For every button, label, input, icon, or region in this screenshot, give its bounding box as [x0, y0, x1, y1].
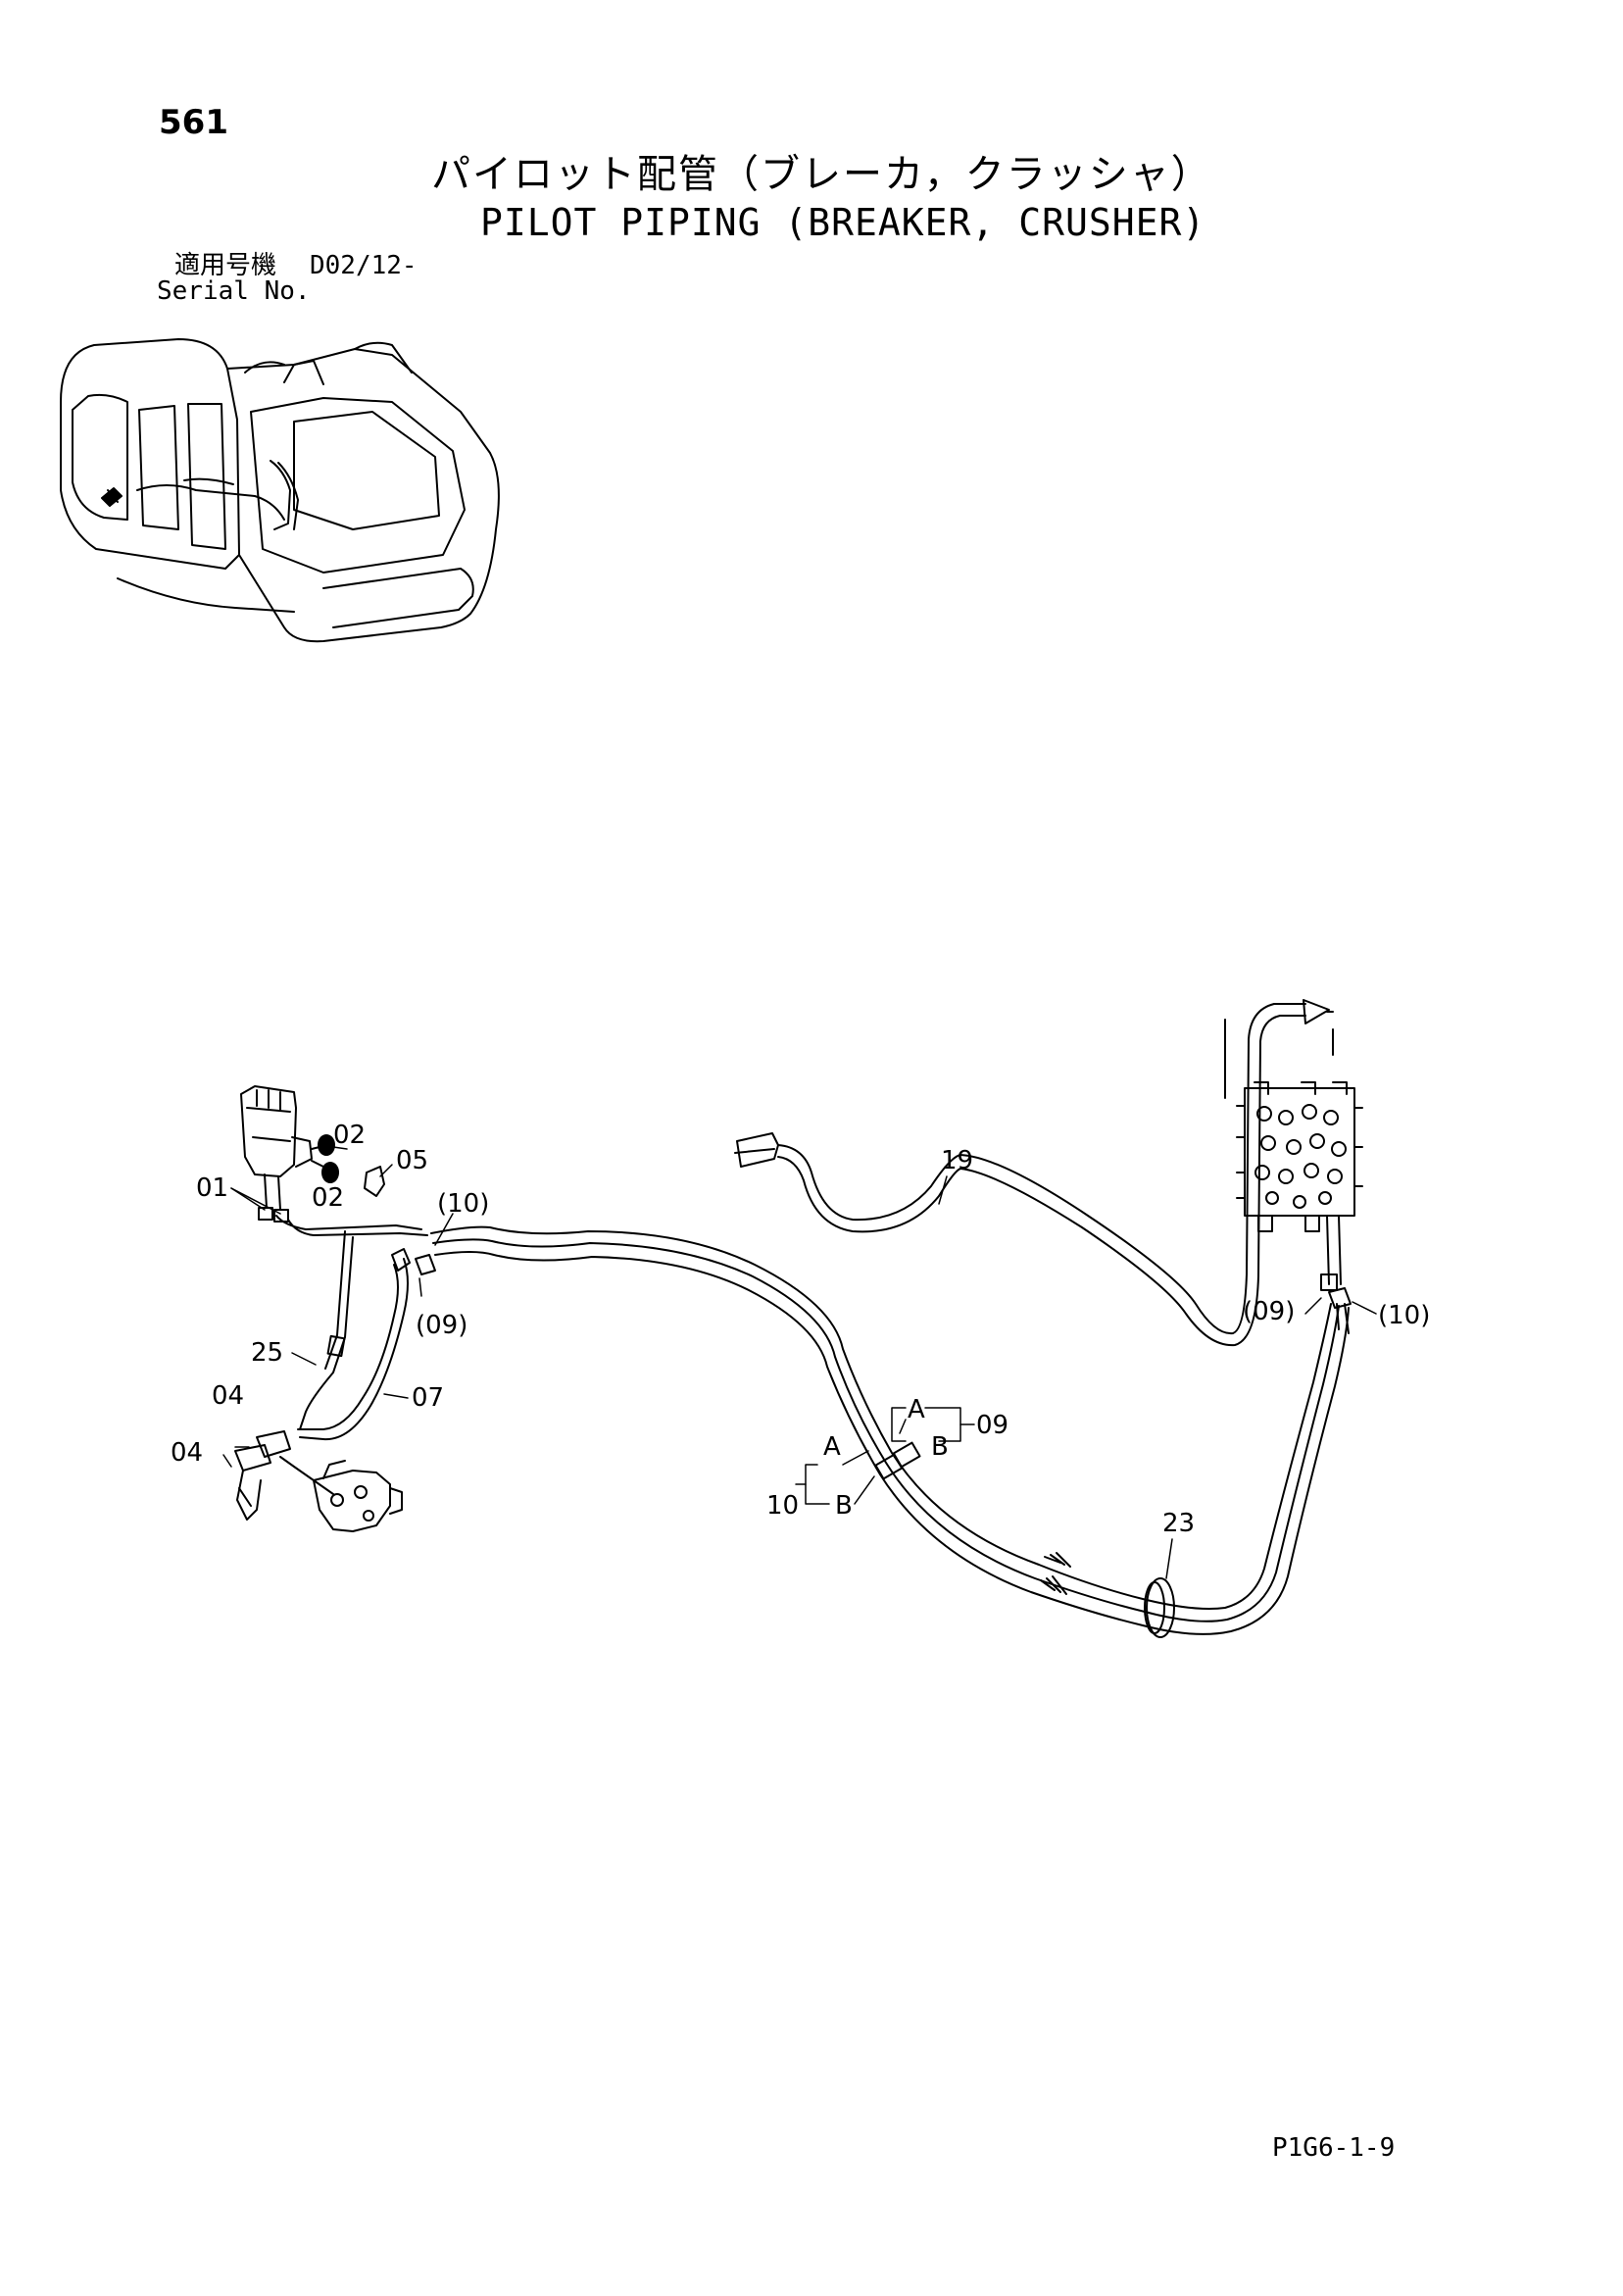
page-title-japanese: パイロット配管（ブレーカ，クラッシャ）: [431, 152, 1212, 197]
pilot-hoses-left: [275, 1166, 436, 1441]
callout-10-right: (10): [1378, 1301, 1430, 1330]
drawing-code: P1G6-1-9: [1272, 2133, 1396, 2163]
main-hose-bundle: [430, 1225, 1350, 1635]
callout-25: 25: [251, 1338, 283, 1368]
callout-19: 19: [941, 1146, 973, 1175]
page-title-english: PILOT PIPING (BREAKER, CRUSHER): [480, 201, 1206, 244]
callout-23: 23: [1162, 1509, 1195, 1538]
excavator-overview-illustration: [60, 338, 500, 643]
hose-19: [734, 999, 1334, 1347]
callout-09-left: (09): [416, 1311, 467, 1340]
hose-clamp: [1144, 1577, 1175, 1638]
leader-lines: [222, 1146, 1377, 1579]
callout-09: 09: [976, 1411, 1008, 1440]
callout-a-upper: A: [908, 1395, 925, 1424]
lower-valve-assembly: [234, 1430, 403, 1532]
callout-10-left: (10): [437, 1189, 489, 1219]
page-number: 561: [159, 103, 228, 142]
serial-label-english: Serial No.: [157, 276, 311, 306]
callout-04-lower: 04: [171, 1438, 203, 1468]
callout-02-lower: 02: [312, 1183, 344, 1213]
serial-label-japanese: 適用号機: [174, 251, 277, 280]
control-valve-block: [1224, 1019, 1363, 1334]
callout-a-lower: A: [823, 1432, 841, 1462]
pilot-valve-assembly: [240, 1085, 339, 1223]
callout-labels: 01 02 02 05 (10) (09) 25 07 04 04 19 (09…: [171, 1121, 1430, 1538]
callout-04-upper: 04: [212, 1381, 244, 1411]
callout-05: 05: [396, 1146, 428, 1175]
callout-07: 07: [412, 1383, 444, 1413]
callout-b-upper: B: [931, 1432, 949, 1462]
serial-value: D02/12-: [310, 251, 418, 280]
callout-01: 01: [196, 1173, 228, 1203]
callout-b-lower: B: [835, 1491, 853, 1521]
callout-02-upper: 02: [333, 1121, 366, 1150]
callout-09-right: (09): [1243, 1297, 1295, 1326]
callout-10: 10: [766, 1491, 799, 1521]
